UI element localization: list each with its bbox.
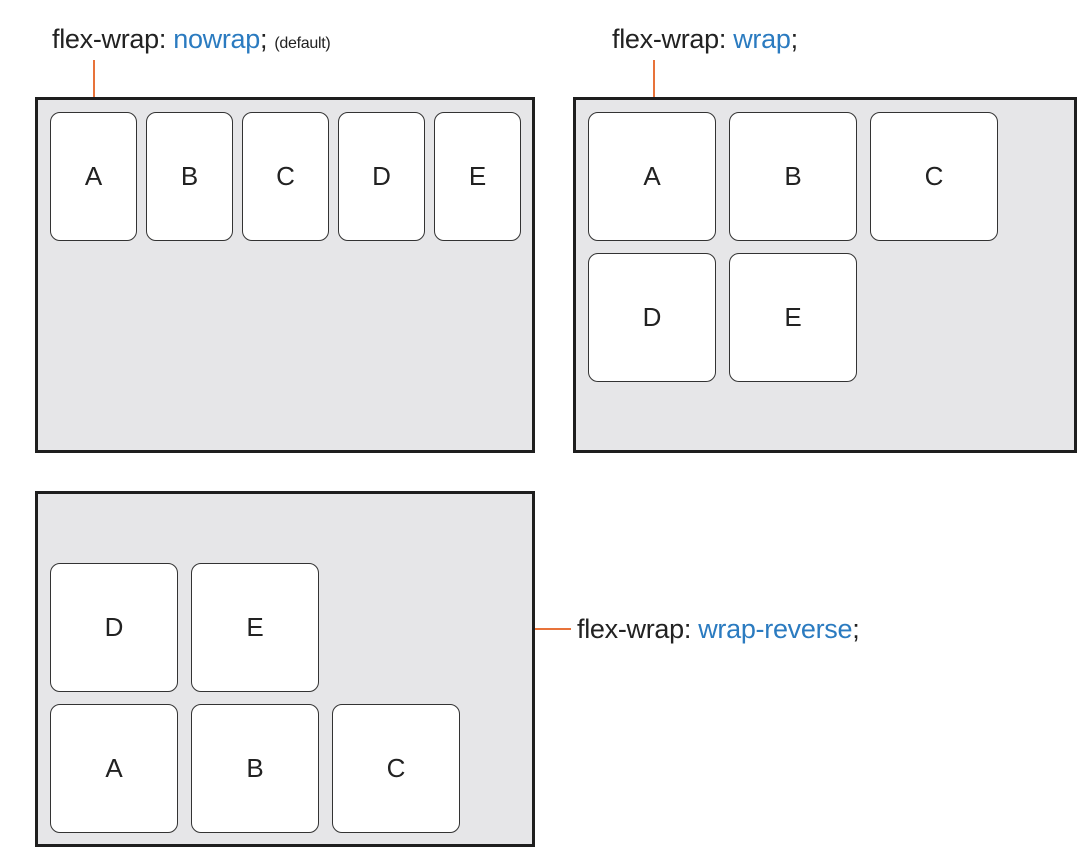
flex-item: D — [338, 112, 425, 241]
flex-item: B — [191, 704, 319, 833]
flex-item: D — [588, 253, 716, 382]
leader-line-wrap — [653, 60, 655, 97]
caption-suffix: ; — [790, 24, 799, 54]
flex-item: A — [588, 112, 716, 241]
leader-line-wrap-reverse — [535, 628, 571, 630]
caption-property: flex-wrap: — [52, 24, 167, 54]
caption-note: (default) — [274, 35, 331, 52]
caption-nowrap: flex-wrap: nowrap; (default) — [52, 24, 331, 55]
flex-container-wrap: A B C D E — [573, 97, 1077, 453]
flex-container-nowrap: A B C D E — [35, 97, 535, 453]
caption-property: flex-wrap: — [612, 24, 727, 54]
caption-value: wrap-reverse — [698, 614, 853, 644]
flex-container-wrap-reverse: A B C D E — [35, 491, 535, 847]
flex-item: A — [50, 704, 178, 833]
caption-property: flex-wrap: — [577, 614, 692, 644]
caption-value: wrap — [733, 24, 791, 54]
flex-item: A — [50, 112, 137, 241]
flex-item: B — [729, 112, 857, 241]
flex-item: E — [191, 563, 319, 692]
flex-item: D — [50, 563, 178, 692]
flex-item: C — [242, 112, 329, 241]
caption-wrap-reverse: flex-wrap: wrap-reverse; — [577, 614, 860, 645]
flex-item: B — [146, 112, 233, 241]
caption-wrap: flex-wrap: wrap; — [612, 24, 798, 55]
flex-item: E — [434, 112, 521, 241]
leader-line-nowrap — [93, 60, 95, 97]
caption-suffix: ; — [852, 614, 860, 644]
flex-item: C — [332, 704, 460, 833]
flex-item: C — [870, 112, 998, 241]
caption-suffix: ; — [260, 24, 268, 54]
flex-item: E — [729, 253, 857, 382]
caption-value: nowrap — [173, 24, 260, 54]
